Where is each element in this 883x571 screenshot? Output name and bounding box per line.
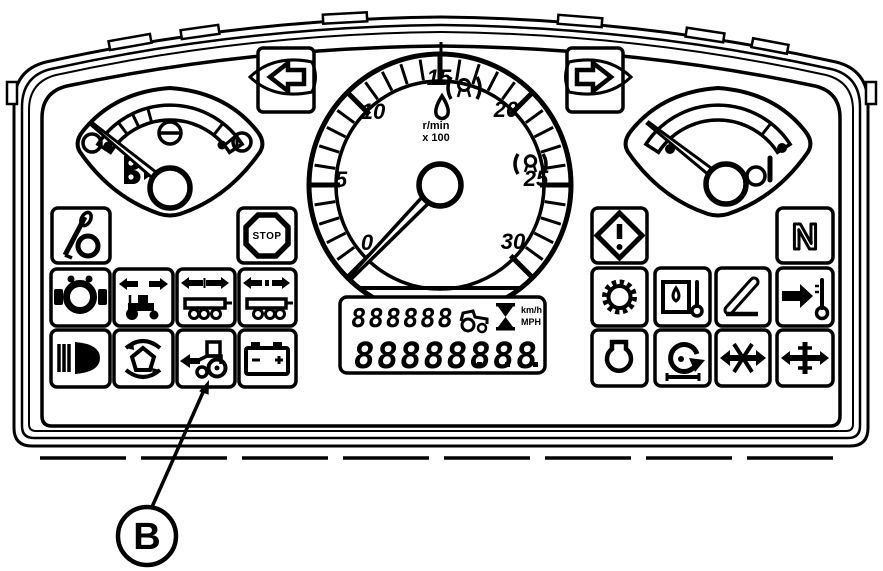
fuel-gauge	[75, 85, 265, 218]
hot-mark-dot	[777, 143, 787, 153]
hydraulic-oil-circulation-indicator	[653, 328, 712, 388]
rear-pto-icon	[781, 342, 829, 374]
transmission-oil-temperature-indicator	[653, 266, 712, 328]
tach-number-0: 0	[361, 230, 374, 255]
temp-gauge-tick	[760, 122, 773, 137]
hazard-warning-indicator	[590, 206, 649, 265]
rear-pto-indicator	[775, 328, 835, 388]
key-switch-indicator	[50, 206, 112, 265]
hazard-warning-icon	[593, 209, 646, 262]
left-turn-arrow-icon	[266, 58, 307, 96]
lcd-top-digits: 888888	[349, 304, 454, 334]
lcd-unit-mph: MPH	[521, 317, 541, 327]
thermometer-icon	[745, 155, 773, 187]
right-turn-arrow-icon	[574, 58, 615, 96]
air-temperature-indicator	[775, 266, 835, 328]
stop-indicator: STOP	[236, 206, 298, 265]
stop-label: STOP	[252, 231, 281, 242]
key-switch-icon	[62, 210, 101, 260]
work-light-icon	[604, 339, 634, 373]
tach-unit-line2: x 100	[422, 132, 450, 144]
fuel-gauge-band	[95, 103, 245, 155]
tachometer-ticks	[310, 55, 570, 279]
battery-charge-icon	[244, 342, 290, 376]
differential-lock-icon	[124, 339, 162, 379]
lcd-bottom-digits: 88888888	[351, 335, 539, 377]
tachometer-hub	[416, 161, 464, 209]
gear-indicator	[590, 266, 649, 328]
full-mark-dot	[217, 140, 227, 150]
tractor-turn-signal-icon	[119, 278, 168, 320]
tach-number-20: 20	[493, 97, 519, 122]
lcd-display: 888888 km/h MPH 88888888	[338, 295, 547, 377]
minus-circle-symbol	[157, 120, 183, 146]
gear-icon	[602, 279, 637, 315]
tach-number-30: 30	[501, 229, 526, 254]
mounting-tab-right	[864, 80, 878, 106]
fuel-gauge-hub	[147, 165, 193, 211]
trailer-brake-icon	[63, 280, 97, 314]
hitch-position-indicator	[714, 266, 772, 328]
mounting-tabs-top	[107, 11, 790, 56]
fuel-gauge-ticks	[105, 107, 237, 147]
callout-b: B	[115, 380, 209, 568]
hydraulic-oil-circulation-icon	[665, 342, 705, 381]
trailer-brake-indicator	[49, 267, 112, 328]
trailer-2-turn-signal-icon	[243, 277, 293, 320]
right-turn-signal-indicator	[564, 46, 634, 114]
front-pto-indicator	[714, 328, 772, 388]
headlight-indicator	[49, 328, 112, 389]
lcd-decimal-dot	[477, 362, 482, 367]
tractor-motion-indicator	[175, 328, 237, 389]
mounting-tab-left	[5, 80, 19, 106]
front-pto-icon	[720, 342, 766, 374]
headlight-icon	[57, 342, 100, 374]
air-temperature-icon	[782, 278, 830, 321]
tach-number-10: 10	[361, 99, 386, 124]
tractor-motion-icon	[180, 340, 228, 379]
shift-indicator-icon	[446, 76, 482, 100]
neutral-indicator: N	[775, 206, 835, 265]
oil-droplet-icon	[434, 92, 450, 121]
battery-charge-indicator	[237, 328, 298, 389]
callout-arrowhead	[199, 380, 209, 395]
left-turn-signal-indicator	[247, 46, 317, 114]
hourglass-icon	[496, 303, 515, 331]
temp-gauge-band	[643, 103, 793, 155]
stop-octagon-icon	[243, 212, 291, 259]
full-mark-circle	[231, 131, 253, 153]
empty-mark-circle	[81, 132, 103, 154]
work-light-indicator	[590, 328, 649, 388]
lcd-decimal-dot	[533, 362, 538, 367]
empty-mark-dot	[103, 141, 113, 151]
neutral-label: N	[792, 216, 818, 257]
tach-unit-line1: r/min	[423, 120, 450, 132]
trailer-1-turn-signal-icon	[181, 277, 232, 320]
hitch-position-icon	[723, 276, 760, 317]
lcd-unit-kmh: km/h	[521, 305, 542, 315]
tractor-turn-signal-indicator	[112, 267, 175, 328]
lcd-decimal-dot	[505, 362, 510, 367]
tractor-icon	[459, 309, 489, 334]
coolant-temperature-gauge	[623, 85, 813, 218]
callout-circle	[115, 504, 179, 568]
tachometer: 0 5 10 15 20 25 30 r/min x 100	[306, 42, 574, 319]
transmission-oil-temperature-icon	[661, 280, 704, 318]
shift-indicator-icon-2	[513, 153, 548, 175]
tach-number-5: 5	[335, 167, 348, 192]
trailer-2-turn-signal-indicator	[237, 267, 298, 328]
temp-gauge-hub	[703, 161, 749, 207]
differential-lock-indicator	[112, 328, 175, 389]
callout-label: B	[133, 516, 160, 558]
trailer-1-turn-signal-indicator	[175, 267, 237, 328]
